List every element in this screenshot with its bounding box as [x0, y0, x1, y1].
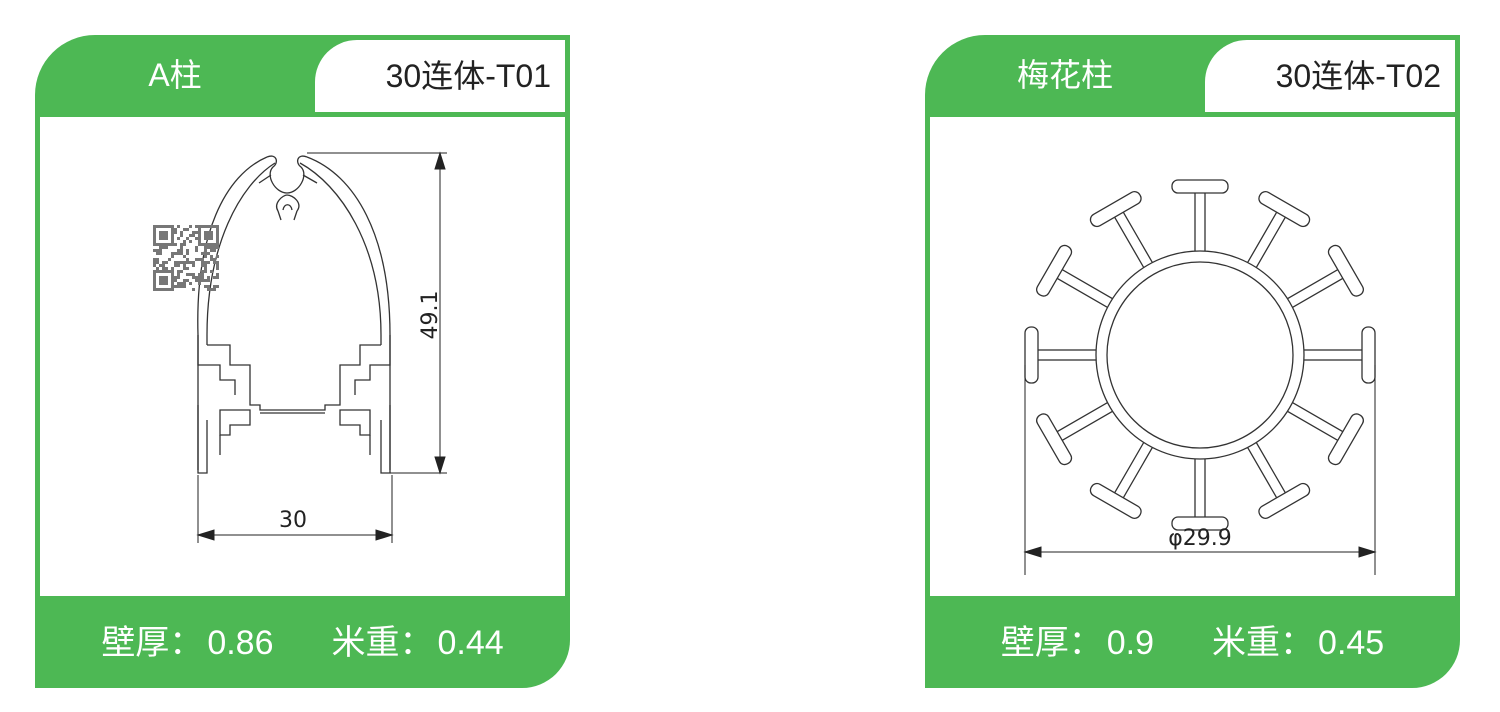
drawing-area	[40, 117, 565, 596]
qr-code	[153, 225, 219, 291]
profile-name: 梅花柱	[1016, 57, 1113, 93]
t-arm	[1297, 326, 1376, 384]
profile-code: 30连体-T02	[1205, 40, 1455, 112]
height-dimension: 49.1	[418, 291, 443, 340]
weight-label: 米重：	[1212, 624, 1315, 662]
profile-name: A柱	[148, 57, 202, 93]
t-arm	[1035, 398, 1119, 466]
spec-footer: 壁厚：0.86 米重：0.44	[35, 598, 570, 688]
wall-thickness-value: 0.86	[207, 624, 274, 662]
wall-thickness-value: 0.9	[1106, 624, 1155, 662]
wall-thickness-label: 壁厚：	[1000, 624, 1103, 662]
diameter-dimension: φ29.9	[1168, 526, 1232, 551]
t-arm	[1171, 179, 1229, 258]
spec-footer: 壁厚：0.9 米重：0.45	[925, 598, 1460, 688]
profile-code: 30连体-T01	[315, 40, 565, 112]
t-arm	[1281, 244, 1365, 312]
weight-label: 米重：	[331, 624, 434, 662]
width-dimension: 30	[279, 508, 307, 533]
plum-post-cross-section-drawing: φ29.9	[1023, 179, 1377, 575]
t-arm	[1024, 326, 1103, 384]
t-arm	[1281, 398, 1365, 466]
wall-thickness-label: 壁厚：	[101, 624, 204, 662]
a-pillar-cross-section-drawing: 49.1 30	[153, 151, 447, 543]
t-arm	[1171, 452, 1229, 531]
profile-card-a-pillar: A柱 30连体-T01	[35, 35, 570, 688]
weight-value: 0.45	[1318, 624, 1385, 662]
t-arm	[1243, 436, 1311, 520]
t-arm	[1089, 190, 1157, 274]
profile-card-plum-post: 梅花柱 30连体-T02 φ29.9 壁厚：0.9 米重：0.45	[925, 35, 1460, 688]
weight-value: 0.44	[437, 624, 504, 662]
